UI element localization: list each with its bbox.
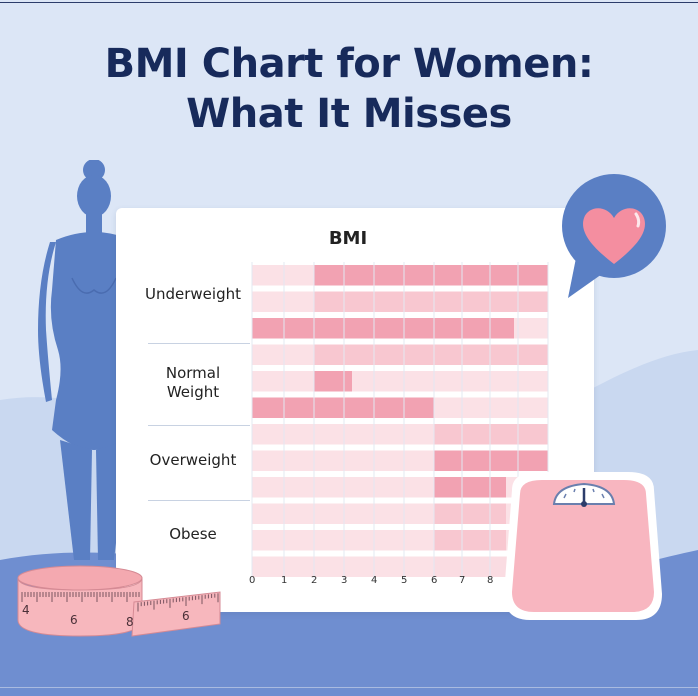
top-rule — [0, 2, 698, 3]
category-label-obese: Obese — [169, 525, 217, 543]
page-title-line-1: BMI Chart for Women: — [104, 41, 594, 87]
bmi-bar — [252, 397, 434, 418]
bmi-bar — [314, 344, 548, 365]
category-divider — [148, 425, 250, 426]
bmi-bar — [434, 503, 506, 524]
x-tick-label: 8 — [487, 575, 494, 586]
tape-number: 6 — [70, 613, 78, 627]
category-label-underweight: Underweight — [145, 285, 241, 303]
bmi-bar — [314, 265, 548, 286]
x-tick-label: 4 — [371, 575, 378, 586]
bmi-bar — [434, 530, 506, 551]
x-tick-label: 0 — [249, 575, 256, 586]
x-tick-label: 5 — [401, 575, 408, 586]
x-tick-label: 2 — [311, 575, 318, 586]
x-tick-label: 6 — [431, 575, 438, 586]
measuring-tape-icon: 4 6 8 6 — [17, 565, 221, 637]
bmi-bar — [314, 291, 548, 312]
bathroom-scale-icon — [504, 472, 662, 620]
x-tick-label: 7 — [459, 575, 466, 586]
x-tick-label: 1 — [281, 575, 288, 586]
category-label-overweight: Overweight — [149, 451, 237, 469]
tape-number: 4 — [22, 603, 30, 617]
bmi-bar — [434, 477, 506, 498]
category-divider — [148, 500, 250, 501]
bmi-bar — [252, 318, 514, 339]
bottom-rule — [0, 687, 698, 688]
row-background — [252, 371, 548, 392]
bmi-bar — [434, 424, 548, 445]
tape-number: 8 — [126, 615, 134, 629]
x-tick-label: 3 — [341, 575, 348, 586]
category-divider — [148, 343, 250, 344]
bmi-bar — [314, 371, 352, 392]
tape-number: 6 — [182, 609, 190, 623]
chart-title: BMI — [328, 228, 368, 249]
heart-speech-bubble-icon — [562, 174, 666, 298]
page-title-line-2: What It Misses — [186, 91, 512, 137]
